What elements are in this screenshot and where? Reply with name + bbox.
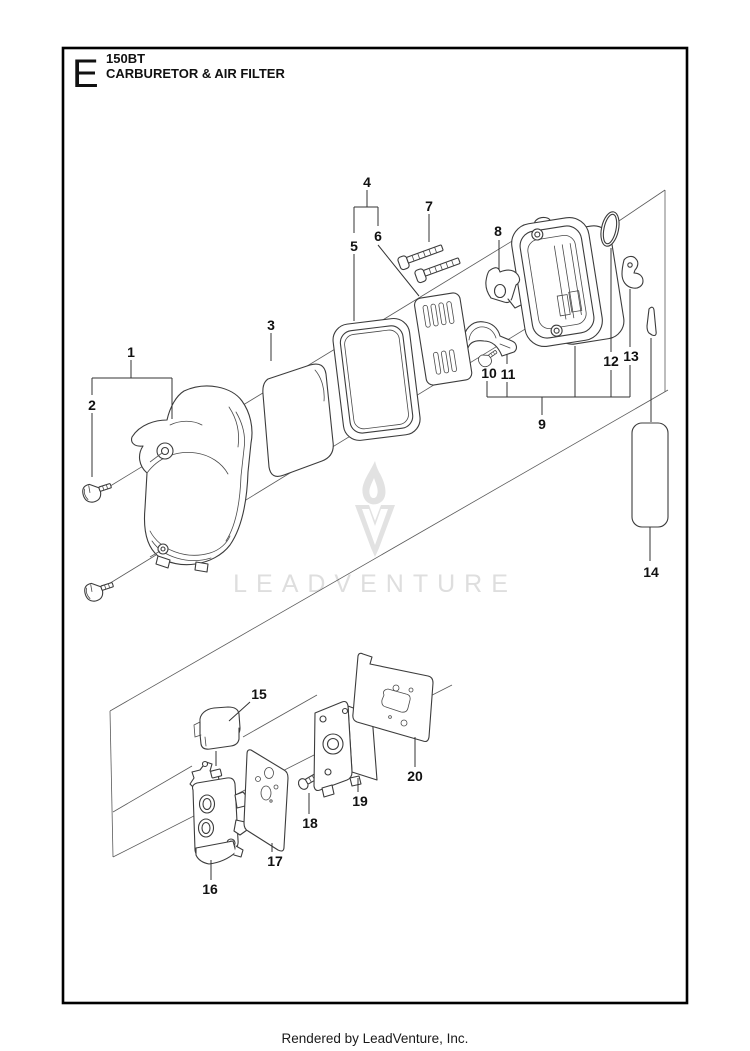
part-1-filter-cover bbox=[131, 385, 253, 573]
callout-4: 4 bbox=[363, 174, 371, 190]
callout-2: 2 bbox=[88, 397, 96, 413]
part-17-gasket bbox=[243, 749, 289, 852]
callout-15: 15 bbox=[251, 686, 267, 702]
part-2-screws bbox=[80, 477, 117, 604]
callout-11: 11 bbox=[501, 366, 516, 382]
part-9-filter-housing bbox=[511, 216, 625, 348]
callout-20: 20 bbox=[407, 768, 423, 784]
part-5-seal bbox=[332, 317, 421, 441]
callout-1: 1 bbox=[127, 344, 135, 360]
part-16-carburetor bbox=[189, 760, 249, 865]
page-title: CARBURETOR & AIR FILTER bbox=[106, 66, 285, 81]
callout-9: 9 bbox=[538, 416, 546, 432]
callout-10: 10 bbox=[481, 365, 497, 381]
callout-16: 16 bbox=[202, 881, 218, 897]
callout-13: 13 bbox=[623, 348, 639, 364]
leadventure-watermark: LEADVENTURE bbox=[233, 461, 517, 598]
callout-14: 14 bbox=[643, 564, 659, 580]
section-letter: E bbox=[72, 52, 99, 96]
part-20-gasket bbox=[352, 652, 434, 743]
callout-17: 17 bbox=[267, 853, 283, 869]
callout-5: 5 bbox=[350, 238, 358, 254]
part-11-clamp bbox=[463, 321, 517, 357]
footer-credit: Rendered by LeadVenture, Inc. bbox=[282, 1031, 469, 1046]
flame-icon bbox=[362, 461, 386, 505]
leader-lines bbox=[91, 190, 652, 880]
callout-6: 6 bbox=[374, 228, 382, 244]
callout-12: 12 bbox=[603, 353, 619, 369]
model-number: 150BT bbox=[106, 51, 145, 66]
watermark-text: LEADVENTURE bbox=[233, 570, 517, 598]
part-12-o-ring bbox=[600, 211, 620, 247]
part-10-screw bbox=[478, 350, 498, 368]
part-3-filter-element bbox=[262, 363, 334, 477]
v-logo-icon bbox=[355, 505, 395, 557]
part-15-cap bbox=[193, 706, 241, 750]
callout-19: 19 bbox=[352, 793, 368, 809]
diagram-border bbox=[61, 46, 689, 1005]
callout-18: 18 bbox=[302, 815, 318, 831]
callout-labels: 1 2 3 4 5 6 7 8 9 10 11 12 13 14 15 16 1… bbox=[88, 174, 659, 897]
part-8-lever bbox=[485, 267, 522, 309]
callout-8: 8 bbox=[494, 223, 502, 239]
callout-7: 7 bbox=[425, 198, 433, 214]
part-19-manifold bbox=[313, 700, 378, 798]
part-13-clip bbox=[621, 255, 644, 289]
part-6-plate bbox=[414, 292, 473, 386]
part-14-element bbox=[631, 306, 669, 528]
callout-3: 3 bbox=[267, 317, 275, 333]
